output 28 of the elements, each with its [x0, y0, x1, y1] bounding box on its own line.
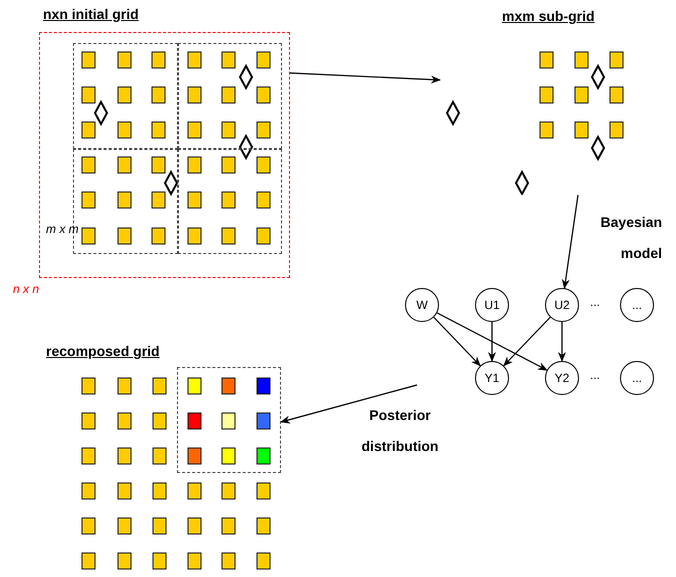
grid-heading: recomposed grid — [46, 343, 160, 359]
arrow — [558, 322, 566, 362]
arrow — [280, 384, 418, 424]
sub-grid-box — [73, 43, 178, 149]
arrow — [290, 72, 441, 84]
dimension-label: n x n — [13, 282, 40, 296]
ellipsis-text: ... — [590, 368, 600, 382]
node-circle: Y1 — [475, 361, 509, 395]
sub-grid-box — [177, 367, 281, 473]
arrow — [488, 322, 496, 362]
ellipsis-text: ... — [590, 295, 600, 309]
edge-label: Bayesian model — [600, 213, 662, 263]
arrow — [503, 316, 551, 366]
node-circle: U1 — [475, 288, 509, 322]
grid-heading: nxn initial grid — [43, 6, 139, 22]
arrow — [436, 312, 548, 371]
node-circle: ... — [620, 361, 654, 395]
node-circle: ... — [620, 288, 654, 322]
dimension-label: m x m — [46, 222, 79, 236]
arrow — [433, 316, 481, 366]
sub-grid-box — [178, 43, 282, 149]
sub-grid-box — [178, 149, 282, 254]
edge-label: Posterior distribution — [360, 406, 440, 456]
arrow — [562, 194, 579, 290]
node-circle: W — [405, 288, 439, 322]
node-circle: U2 — [545, 288, 579, 322]
node-circle: Y2 — [545, 361, 579, 395]
grid-heading: mxm sub-grid — [502, 8, 595, 24]
